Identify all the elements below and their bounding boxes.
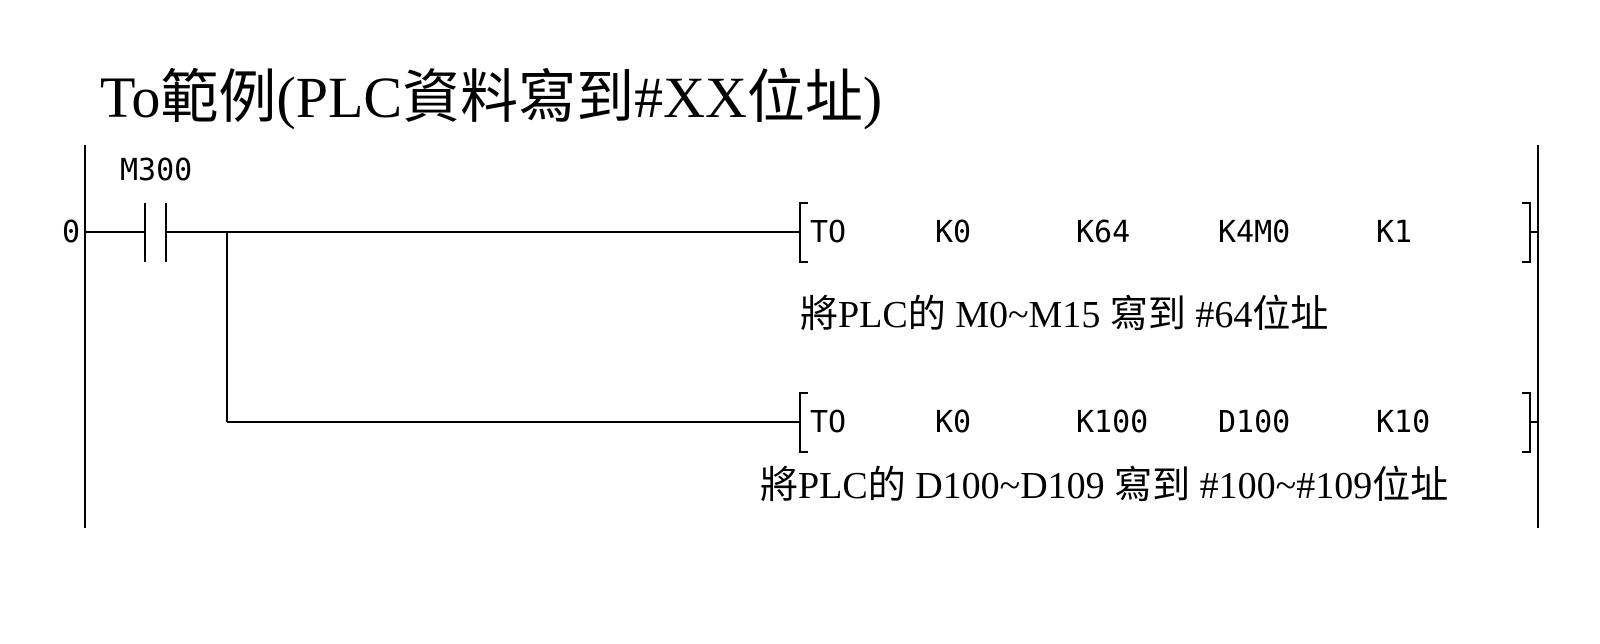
operand: K64: [1076, 215, 1130, 250]
normally-open-contact-icon: [144, 203, 167, 262]
operand: K0: [935, 215, 971, 250]
instruction-box-rung-1: TO K0 K64 K4M0 K1: [799, 202, 1538, 263]
rung-2-note: 將PLC的 D100~D109 寫到 #100~#109位址: [760, 465, 1448, 507]
step-number: 0: [62, 215, 80, 250]
instruction-name: TO: [810, 215, 846, 250]
operand: D100: [1218, 405, 1290, 440]
operand: K100: [1076, 405, 1148, 440]
instruction-name: TO: [810, 405, 846, 440]
instruction-box-rung-2: TO K0 K100 D100 K10: [799, 392, 1538, 453]
operand: K0: [935, 405, 971, 440]
rung-1-note: 將PLC的 M0~M15 寫到 #64位址: [800, 294, 1328, 336]
operand: K10: [1376, 405, 1430, 440]
operand: K1: [1376, 215, 1412, 250]
contact-label: M300: [120, 153, 192, 188]
page-title: To範例(PLC資料寫到#XX位址): [100, 65, 883, 130]
operand: K4M0: [1218, 215, 1290, 250]
